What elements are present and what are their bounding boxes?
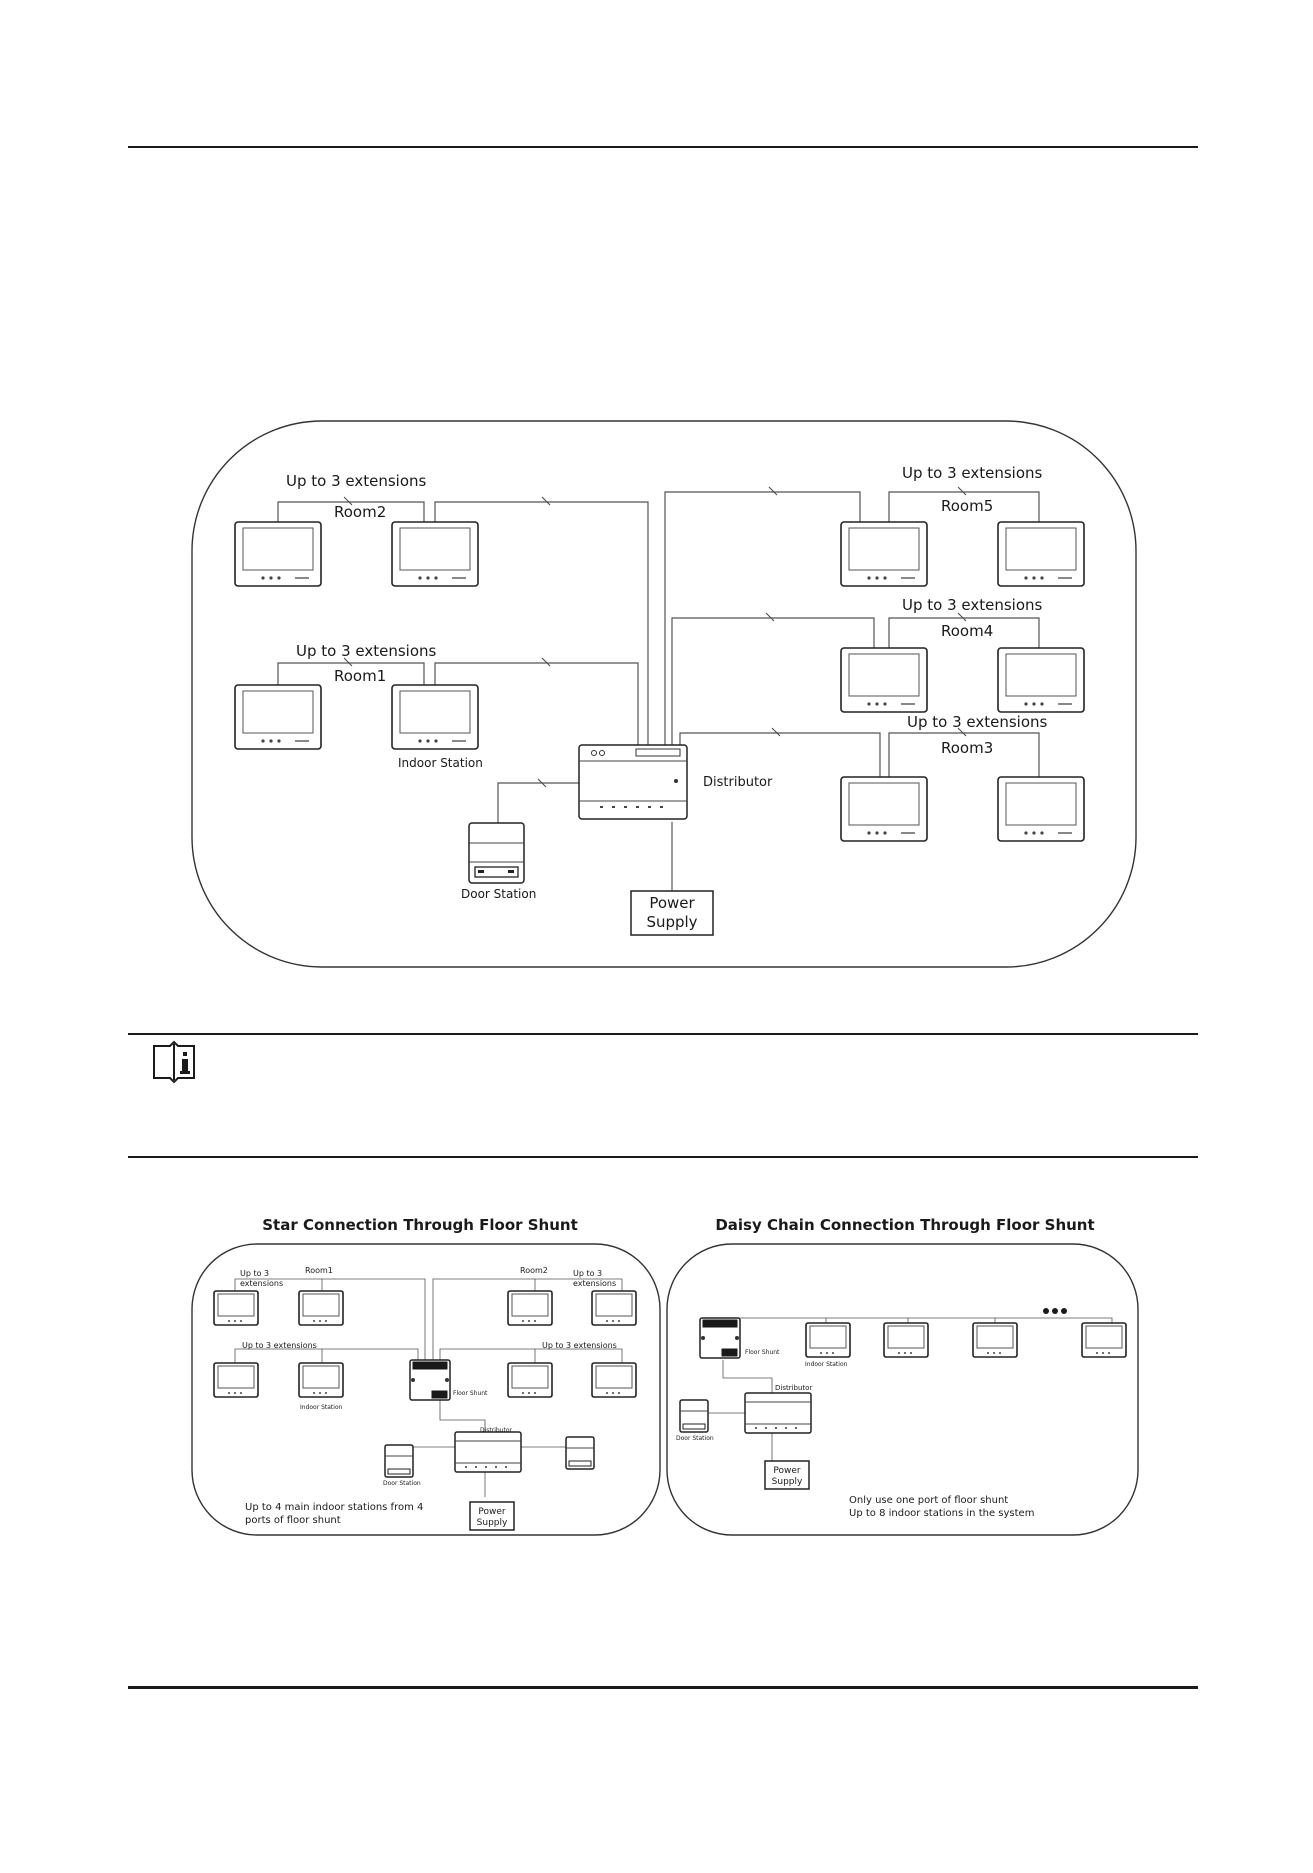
door-station-device [468, 822, 525, 884]
room2-extensions-label: Up to 3 extensions [286, 472, 427, 490]
ellipsis-dot [1043, 1308, 1049, 1314]
power-supply-box [630, 890, 714, 936]
indoor-monitor [997, 521, 1085, 587]
room1-label: Room1 [334, 667, 386, 685]
star-caption-2: ports of floor shunt [245, 1515, 341, 1526]
footer-rule [128, 1686, 1198, 1689]
indoor-monitor [840, 647, 928, 713]
room5-extensions-label: Up to 3 extensions [902, 464, 1043, 482]
power-supply-label-2: Supply [772, 1477, 803, 1487]
distributor-label: Distributor [480, 1427, 513, 1434]
distributor-device [578, 744, 688, 820]
door-station-label: Door Station [461, 887, 536, 901]
extensions-label: extensions [240, 1279, 283, 1288]
door-station-device [384, 1444, 414, 1478]
power-supply-box [469, 1501, 515, 1531]
main-diagram-boundary [191, 420, 1137, 968]
daisy-caption-1: Only use one port of floor shunt [849, 1495, 1008, 1506]
indoor-monitor [883, 1322, 929, 1358]
room1-label: Room1 [305, 1266, 333, 1275]
star-title: Star Connection Through Floor Shunt [262, 1216, 578, 1234]
room3-label: Room3 [941, 739, 993, 757]
extensions-label: Up to 3 [573, 1269, 602, 1278]
indoor-monitor [213, 1362, 259, 1398]
indoor-monitor [234, 521, 322, 587]
indoor-monitor [213, 1290, 259, 1326]
extensions-label: Up to 3 [240, 1269, 269, 1278]
header-rule [128, 146, 1198, 148]
indoor-monitor [840, 776, 928, 842]
power-supply-label-1: Power [478, 1507, 506, 1517]
door-station-device [679, 1399, 709, 1433]
room3-extensions-label: Up to 3 extensions [907, 713, 1048, 731]
distributor-label: Distributor [703, 775, 773, 790]
indoor-monitor [840, 521, 928, 587]
info-book-icon [153, 1040, 195, 1084]
note-top-rule [128, 1033, 1198, 1035]
note-bottom-rule [128, 1156, 1198, 1158]
distributor-label: Distributor [775, 1384, 812, 1392]
indoor-station-label: Indoor Station [300, 1404, 343, 1411]
indoor-monitor [805, 1322, 851, 1358]
indoor-monitor [507, 1290, 553, 1326]
indoor-monitor [234, 684, 322, 750]
floor-shunt-device [699, 1317, 741, 1359]
indoor-station-label: Indoor Station [398, 756, 483, 770]
room1-extensions-label: Up to 3 extensions [296, 642, 437, 660]
indoor-monitor [391, 521, 479, 587]
indoor-monitor [591, 1362, 637, 1398]
floor-shunt-label: Floor Shunt [745, 1349, 780, 1356]
ellipsis-dot [1052, 1308, 1058, 1314]
power-supply-label-1: Power [773, 1466, 801, 1476]
indoor-station-label: Indoor Station [805, 1361, 848, 1368]
power-supply-label-1: Power [649, 894, 695, 912]
indoor-monitor [1081, 1322, 1127, 1358]
power-supply-label-2: Supply [646, 913, 697, 931]
floor-shunt-label: Floor Shunt [453, 1390, 488, 1397]
distributor-device [454, 1431, 522, 1473]
room4-extensions-label: Up to 3 extensions [902, 596, 1043, 614]
power-supply-label-2: Supply [477, 1518, 508, 1528]
indoor-monitor [997, 647, 1085, 713]
indoor-monitor [972, 1322, 1018, 1358]
extensions-label: Up to 3 extensions [242, 1341, 317, 1350]
indoor-monitor [997, 776, 1085, 842]
door-station-device [565, 1436, 595, 1470]
star-connection-diagram: Up to 3 extensions Room1 Room2 Up to 3 e… [191, 1243, 661, 1536]
door-station-label: Door Station [383, 1480, 421, 1487]
indoor-monitor [298, 1290, 344, 1326]
room4-label: Room4 [941, 622, 993, 640]
room2-label: Room2 [334, 503, 386, 521]
daisy-caption-2: Up to 8 indoor stations in the system [849, 1508, 1034, 1519]
extensions-label: extensions [573, 1279, 616, 1288]
room2-label: Room2 [520, 1266, 548, 1275]
ellipsis-dot [1061, 1308, 1067, 1314]
indoor-monitor [591, 1290, 637, 1326]
daisy-chain-diagram: Floor Shunt Indoor Station Distributor D… [666, 1243, 1139, 1536]
room5-label: Room5 [941, 497, 993, 515]
extensions-label: Up to 3 extensions [542, 1341, 617, 1350]
indoor-monitor [507, 1362, 553, 1398]
door-station-label: Door Station [676, 1435, 714, 1442]
floor-shunt-device [409, 1359, 451, 1401]
distributor-device [744, 1392, 812, 1434]
main-wiring [277, 486, 1040, 891]
indoor-monitor [298, 1362, 344, 1398]
star-caption-1: Up to 4 main indoor stations from 4 [245, 1502, 423, 1513]
indoor-monitor [391, 684, 479, 750]
power-supply-box [764, 1460, 810, 1490]
daisy-title: Daisy Chain Connection Through Floor Shu… [715, 1216, 1094, 1234]
